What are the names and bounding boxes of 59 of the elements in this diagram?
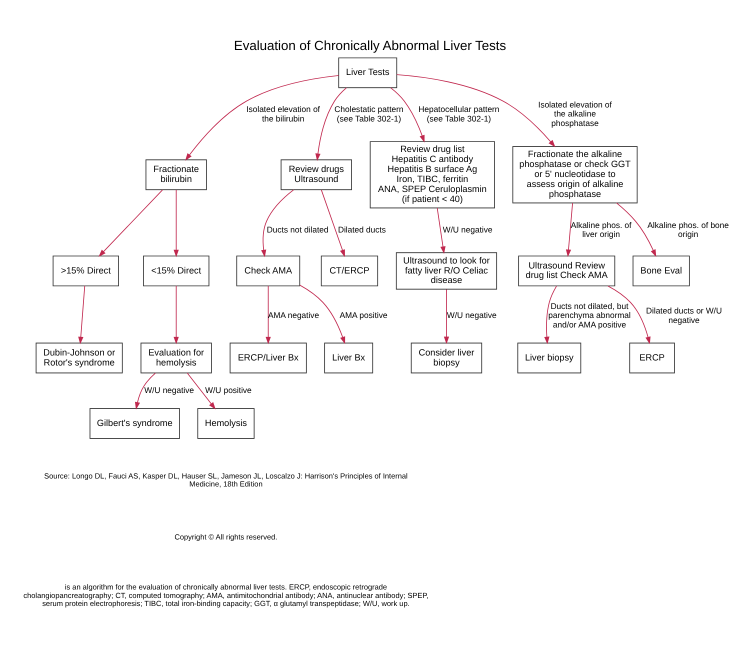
edge-label: Ducts not dilated, but parenchyma abnormal and/or AMA positive bbox=[548, 300, 631, 329]
edge-label: Alkaline phos. of bone origin bbox=[647, 219, 729, 238]
edge-label: Dilated ducts bbox=[338, 224, 386, 234]
node-box: Review drug list Hepatitis C antibody Hepatitis B surface Ag Iron, TIBC, ferritin ANA, SPEP Ceruloplasmin (if patient < 40) bbox=[370, 140, 495, 208]
edge-label: Cholestatic pattern (see Table 302-1) bbox=[334, 104, 404, 123]
arrow bbox=[566, 202, 573, 257]
edge-label: W/U negative bbox=[144, 384, 194, 394]
node-box: <15% Direct bbox=[143, 255, 210, 286]
node-box: Gilbert's syndrome bbox=[90, 408, 180, 438]
node-box: Consider liver biopsy bbox=[410, 342, 482, 373]
edge-label: Isolated elevation of the alkaline phosphatase bbox=[538, 99, 612, 128]
edge-label: AMA positive bbox=[340, 310, 388, 320]
node-box: >15% Direct bbox=[52, 255, 119, 286]
node-box: Hemolysis bbox=[197, 408, 255, 438]
edge-label: Ducts not dilated bbox=[266, 224, 329, 234]
node-box: CT/ERCP bbox=[320, 255, 378, 286]
node-box: Ultrasound to look for fatty liver R/O Celiac disease bbox=[396, 252, 498, 290]
arrow bbox=[396, 74, 556, 147]
node-box: Bone Eval bbox=[632, 255, 690, 286]
node-box: Dubin-Johnson or Rotor's syndrome bbox=[36, 342, 123, 373]
node-box: Fractionate the alkaline phosphatase or check GGT or 5' nucleotidase to assess origin of alkaline phosphatase bbox=[512, 146, 638, 203]
caption: is an algorithm for the evaluation of chronically abnormal liver tests. ERCP, endoscopic retrograde cholangiopancreatography; CT, computed tomography; AMA, antimitochondrial antibody; ANA, antinuclear antibody; SPEP, serum protein electrophoresis; TIBC, total iron-binding capacity; GGT, α glutamyl transpeptidase; W/U, work up. bbox=[23, 582, 428, 608]
arrow bbox=[174, 284, 179, 344]
edge-label: W/U negative bbox=[442, 224, 492, 234]
arrow bbox=[266, 284, 271, 344]
node-box: ERCP bbox=[629, 342, 675, 373]
label: Copyright © All rights reserved. bbox=[174, 532, 278, 542]
arrow bbox=[544, 285, 557, 344]
edge-label: Hepatocellular pattern (see Table 302-1) bbox=[418, 104, 500, 123]
node-box: Evaluation for hemolysis bbox=[140, 342, 212, 373]
node-box: Liver biopsy bbox=[517, 342, 582, 373]
diagram-title: Evaluation of Chronically Abnormal Liver Tests bbox=[234, 38, 506, 53]
arrow bbox=[299, 284, 346, 344]
edge-label: Dilated ducts or W/U negative bbox=[646, 305, 722, 324]
arrow bbox=[320, 189, 345, 257]
arrow bbox=[261, 188, 294, 257]
arrow bbox=[186, 372, 216, 410]
node-box: Liver Bx bbox=[324, 342, 374, 373]
arrow bbox=[315, 86, 347, 160]
node-box: Liver Tests bbox=[338, 56, 398, 88]
arrow bbox=[436, 207, 446, 254]
node-box: Check AMA bbox=[236, 255, 300, 286]
label: Source: Longo DL, Fauci AS, Kasper DL, Hauser SL, Jameson JL, Loscalzo J: Harrison's Principles of Internal Medicine, 18th Edition bbox=[44, 470, 408, 488]
arrow bbox=[185, 74, 340, 160]
node-box: Ultrasound Review drug list Check AMA bbox=[518, 255, 616, 286]
edge-label: W/U negative bbox=[446, 310, 497, 320]
node-box: Review drugs Ultrasound bbox=[280, 158, 352, 190]
arrow bbox=[134, 372, 156, 410]
arrow bbox=[390, 86, 425, 142]
node-box: Fractionate bilirubin bbox=[146, 158, 207, 190]
arrow bbox=[174, 189, 179, 257]
edge-label: Isolated elevation of the bilirubin bbox=[246, 104, 320, 123]
node-box: ERCP/Liver Bx bbox=[230, 342, 307, 373]
edge-label: W/U positive bbox=[205, 384, 252, 394]
arrow bbox=[607, 285, 651, 344]
arrow bbox=[98, 189, 163, 256]
arrow bbox=[444, 288, 450, 344]
arrow bbox=[78, 284, 86, 344]
arrow bbox=[616, 202, 656, 256]
